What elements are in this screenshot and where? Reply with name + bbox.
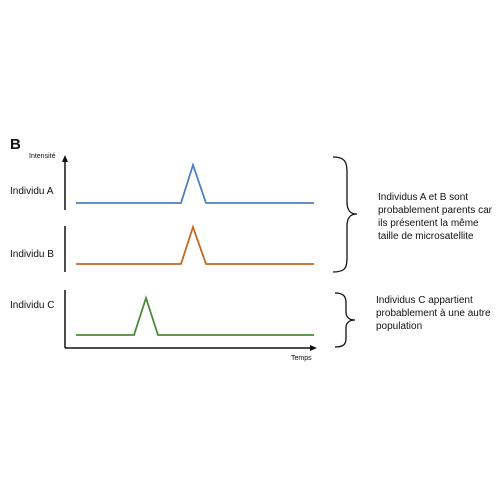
trace-individual-c xyxy=(76,295,314,336)
brace-c xyxy=(334,292,356,348)
x-axis-label: Temps xyxy=(291,355,312,362)
axes xyxy=(62,155,317,351)
individual-b-label: Individu B xyxy=(10,249,54,260)
individual-a-label: Individu A xyxy=(10,186,54,197)
individual-c-label: Individu C xyxy=(10,300,55,311)
panel-letter: B xyxy=(10,136,21,153)
annotation-ab: Individus A et B sont probablement paren… xyxy=(378,192,492,242)
brace-ab xyxy=(332,156,358,273)
annotation-c: Individus C appartient probablement à un… xyxy=(376,295,491,332)
trace-individual-a xyxy=(76,162,314,204)
trace-individual-b xyxy=(76,224,314,265)
y-axis-label: Intensité xyxy=(29,153,56,160)
y-axis-arrowhead xyxy=(62,155,68,162)
x-axis-arrowhead xyxy=(310,345,317,351)
